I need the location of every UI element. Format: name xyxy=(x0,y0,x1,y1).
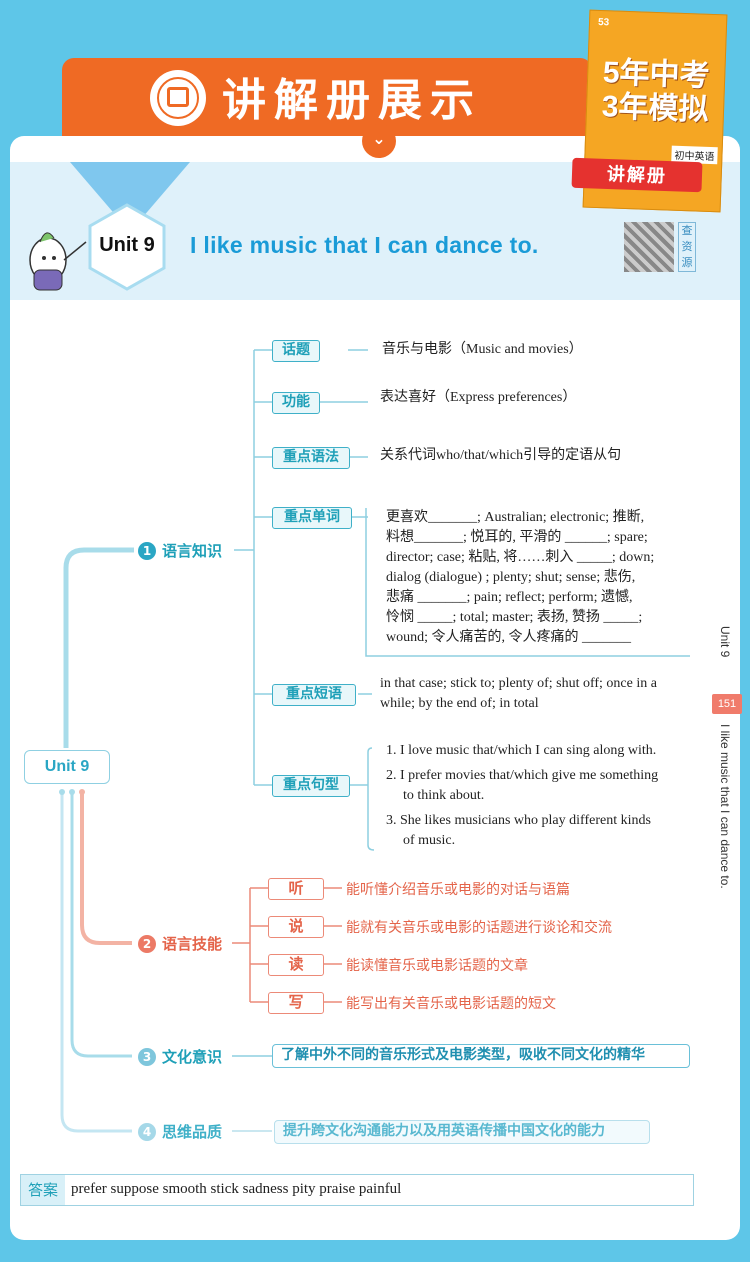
thinking-box: 提升跨文化沟通能力以及用英语传播中国文化的能力 xyxy=(274,1120,650,1144)
tag-writing: 写 xyxy=(268,992,324,1014)
mindmap-root: Unit 9 xyxy=(24,750,110,784)
printer-icon xyxy=(150,70,206,126)
answer-bar: 答案 prefer suppose smooth stick sadness p… xyxy=(20,1174,694,1206)
tag-key-words: 重点单词 xyxy=(272,507,352,529)
mascot-icon xyxy=(29,232,87,291)
unit-title: I like music that I can dance to. xyxy=(190,232,539,258)
unit-hexagon xyxy=(88,203,166,291)
tag-key-phrases: 重点短语 xyxy=(272,684,356,706)
qr-code[interactable] xyxy=(624,222,674,272)
speaking-text: 能就有关音乐或电影的话题进行谈论和交流 xyxy=(346,920,612,936)
answer-label: 答案 xyxy=(21,1175,65,1205)
tag-listening: 听 xyxy=(268,878,324,900)
tag-key-sentences: 重点句型 xyxy=(272,775,350,797)
writing-text: 能写出有关音乐或电影话题的短文 xyxy=(346,996,556,1012)
tag-function: 功能 xyxy=(272,392,320,414)
tag-speaking: 说 xyxy=(268,916,324,938)
side-unit: Unit 9 xyxy=(718,626,732,658)
answer-words: prefer suppose smooth stick sadness pity… xyxy=(71,1181,402,1197)
reading-text: 能读懂音乐或电影话题的文章 xyxy=(346,958,528,974)
banner-title: 讲解册展示 xyxy=(222,75,482,126)
tag-topic: 话题 xyxy=(272,340,320,362)
listening-text: 能听懂介绍音乐或电影的对话与语篇 xyxy=(346,882,570,898)
unit-label: Unit 9 xyxy=(99,234,155,256)
page-number: 151 xyxy=(712,694,742,714)
key-words-text: 更喜欢_______; Australian; electronic; 推断, … xyxy=(386,510,655,645)
tag-reading: 读 xyxy=(268,954,324,976)
key-phrases-text: in that case; stick to; plenty of; shut … xyxy=(380,676,657,711)
key-sentences-text: 1. I love music that/which I can sing al… xyxy=(386,743,659,848)
function-text: 表达喜好（Express preferences） xyxy=(380,390,577,405)
topic-text: 音乐与电影（Music and movies） xyxy=(382,342,583,357)
qr-caption: 查资源 xyxy=(678,222,696,272)
culture-box: 了解中外不同的音乐形式及电影类型，吸收不同文化的精华 xyxy=(272,1044,690,1068)
tag-grammar: 重点语法 xyxy=(272,447,350,469)
chevron-down-icon: ⌄ xyxy=(362,124,396,158)
grammar-text: 关系代词who/that/which引导的定语从句 xyxy=(380,448,622,463)
side-title: I like music that I can dance to. xyxy=(718,724,732,889)
